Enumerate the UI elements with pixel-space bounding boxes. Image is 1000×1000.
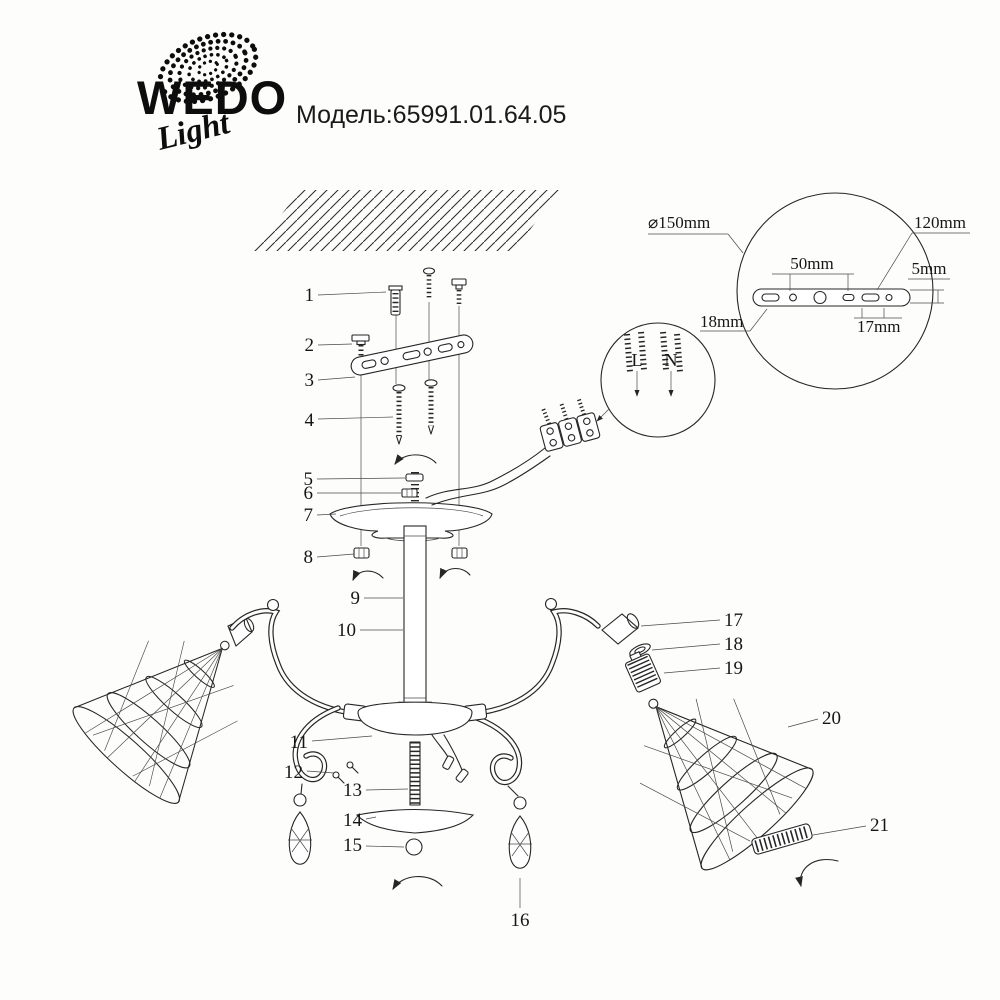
finial-stack [355, 741, 475, 856]
detail-circle [600, 322, 716, 438]
rotate-arrow-icon [352, 569, 384, 582]
ceiling-hatch [254, 190, 560, 251]
brand-wordmark: WEDO [137, 71, 287, 124]
dim-right-slot-label: 17mm [857, 317, 900, 336]
rotate-arrow-icon [392, 876, 443, 890]
dim-left-slot-label: 18mm [700, 312, 743, 331]
part-label-13: 13 [343, 780, 362, 801]
part-label-9: 9 [351, 588, 361, 609]
logo-swirl-icon [157, 31, 259, 105]
detail-pointer-icon [596, 408, 610, 422]
stem-nuts [353, 547, 468, 559]
part-label-2: 2 [305, 335, 315, 356]
part-label-7: 7 [304, 505, 314, 526]
part-label-14: 14 [343, 810, 363, 831]
part-label-19: 19 [724, 658, 743, 679]
supply-wires [425, 447, 551, 506]
bracket-strip [752, 288, 911, 307]
part-label-18: 18 [724, 634, 743, 655]
part-label-20: 20 [822, 708, 841, 729]
crystal-drop-right [507, 785, 532, 869]
fasteners-top [351, 267, 467, 364]
arm-ball-finial [266, 598, 280, 612]
rotate-arrow-icon [439, 567, 471, 580]
wiring-detail: L N [596, 322, 716, 438]
decor-ring [751, 823, 813, 855]
socket-shell [625, 651, 661, 693]
rotate-arrow-icon [394, 454, 437, 465]
part-label-1: 1 [305, 285, 315, 306]
socket-cup-right [601, 613, 639, 645]
brand-logo: WEDO Light [137, 31, 287, 158]
part-label-11: 11 [290, 732, 308, 753]
locknut-washer [401, 472, 424, 502]
dim-hole-spacing-label: 50mm [790, 254, 833, 273]
part-label-16: 16 [511, 910, 530, 931]
dim-diameter-label: ⌀150mm [648, 213, 710, 232]
hub-screws [332, 761, 359, 784]
terminal-block [539, 397, 601, 452]
bottom-ball [405, 838, 423, 856]
part-label-15: 15 [343, 835, 362, 856]
detail-circle [736, 192, 934, 390]
part-label-10: 10 [337, 620, 356, 641]
wire-live-label: L [632, 350, 643, 370]
wire-neutral-label: N [665, 350, 678, 370]
hub [332, 701, 488, 784]
arm-right [453, 597, 601, 786]
wire-connectors [431, 734, 469, 783]
part-label-12: 12 [284, 762, 303, 783]
part-label-21: 21 [870, 815, 889, 836]
dim-length-label: 120mm [914, 213, 966, 232]
part-labels: 1 2 3 4 5 6 7 8 9 10 11 12 13 14 15 16 1… [284, 285, 889, 931]
part-label-6: 6 [304, 483, 314, 504]
socket-parts [601, 613, 661, 693]
bottom-dish [355, 808, 475, 834]
arm-ball-finial [544, 597, 558, 611]
part-label-4: 4 [305, 410, 315, 431]
canopy [329, 502, 493, 542]
stripped-wires [624, 331, 683, 373]
mounting-strip [350, 334, 474, 376]
part-label-8: 8 [304, 547, 314, 568]
model-label: Модель:65991.01.64.05 [296, 101, 566, 129]
bracket-detail: 50mm 120mm ⌀150mm 5mm 18mm 17mm [648, 192, 970, 390]
rotate-arrow-icon [795, 859, 839, 888]
dim-thickness-label: 5mm [912, 259, 947, 278]
part-label-5: 5 [304, 469, 314, 490]
crystal-drop-left [288, 783, 312, 865]
part-label-17: 17 [724, 610, 743, 631]
stem [403, 525, 427, 709]
part-label-3: 3 [305, 370, 315, 391]
mounting-screws [392, 379, 438, 445]
arm-left [229, 598, 363, 783]
